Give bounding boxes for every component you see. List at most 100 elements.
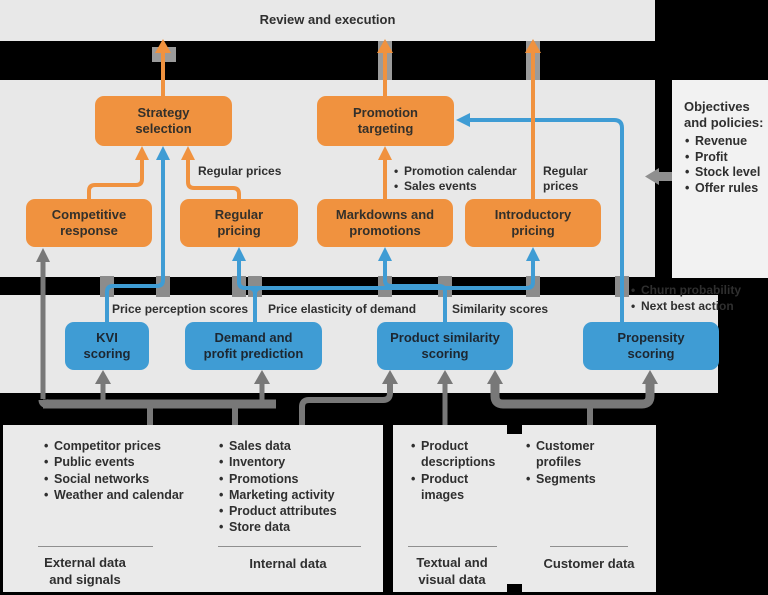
data-bullet: Sales data [218, 438, 368, 455]
box-label-line: Competitive [51, 207, 127, 222]
arrow-into-product-similarity-1 [382, 370, 398, 384]
customer-data-bullets: Customer profilesSegments [525, 438, 620, 487]
objective-bullet: Revenue [684, 134, 760, 150]
price-elasticity-label: Price elasticity of demand [268, 302, 417, 316]
footer-line: Textual and [416, 555, 488, 570]
review-execution-title: Review and execution [259, 12, 396, 27]
label-bullet: Promotion calendar [393, 164, 517, 179]
price-perception-label: Price perception scores [112, 302, 249, 316]
label-bullet: Next best action [630, 299, 741, 315]
box-label-line: KVI [96, 330, 118, 345]
textual-divider [408, 546, 497, 547]
orange-connectors [87, 52, 535, 199]
data-bullet: Social networks [43, 471, 193, 488]
arrow-into-product-similarity-2 [437, 370, 453, 384]
box-label-line: Regular [214, 207, 264, 222]
blue-connectors [105, 118, 624, 322]
panel-notch-bottom [507, 584, 522, 592]
label-bullet: Churn probability [630, 283, 741, 299]
data-bullet: Weather and calendar [43, 487, 193, 504]
footer-line: External data [44, 555, 126, 570]
box-label-line: Introductory [494, 207, 572, 222]
box-label-line: Markdowns and [335, 207, 435, 222]
arrow-into-competitive-response [36, 248, 50, 262]
box-label-line: scoring [83, 346, 131, 361]
arrow-into-promotion-targeting [378, 146, 392, 160]
arrow-to-review-2 [377, 39, 393, 53]
data-bullet: Product images [410, 471, 505, 504]
external-data-bullets: Competitor pricesPublic eventsSocial net… [43, 438, 193, 503]
arrow-into-propensity [642, 370, 658, 384]
orange-arrowheads [135, 39, 541, 160]
arrow-to-review-1 [155, 39, 171, 53]
box-label-line: Product similarity [390, 330, 500, 345]
arrow-into-kvi [95, 370, 111, 384]
arrow-to-review-3 [525, 39, 541, 53]
box-label-line: scoring [421, 346, 469, 361]
internal-footer: Internal data [228, 556, 348, 573]
objective-bullet: Offer rules [684, 181, 760, 197]
propensity-outputs-label: Churn probabilityNext best action [630, 283, 741, 314]
box-label-line: targeting [357, 121, 414, 136]
panel-notch-top [507, 425, 522, 434]
customer-divider [550, 546, 628, 547]
box-label-line: Propensity [617, 330, 685, 345]
objective-bullet: Profit [684, 150, 760, 166]
arrow-into-strategy-blue [156, 146, 170, 160]
heading-line: Objectives [684, 99, 750, 114]
data-bullet: Segments [525, 471, 620, 488]
data-bullet: Product attributes [218, 503, 368, 520]
heading-line: and policies: [684, 114, 764, 130]
arrow-into-strategy-left [135, 146, 149, 160]
data-bullet: Competitor prices [43, 438, 193, 455]
arrow-into-promotion-targeting-blue [456, 113, 470, 127]
box-label-line: promotions [349, 223, 421, 238]
label-line: Regular [543, 164, 588, 178]
objectives-bullets: RevenueProfitStock levelOffer rules [684, 134, 760, 196]
data-bullet: Customer profiles [525, 438, 620, 471]
external-divider [38, 546, 153, 547]
data-bullet: Product descriptions [410, 438, 505, 471]
footer-line: visual data [418, 571, 486, 587]
arrow-into-regular-pricing [232, 247, 246, 261]
internal-data-bullets: Sales dataInventoryPromotionsMarketing a… [218, 438, 368, 536]
data-bullet: Promotions [218, 471, 368, 488]
regular-prices-label-left: Regular prices [198, 164, 282, 178]
data-bullet: Public events [43, 454, 193, 471]
arrow-into-strategy-right [181, 146, 195, 160]
box-label-line: response [60, 223, 118, 238]
arrow-into-introductory [526, 247, 540, 261]
similarity-scores-label: Similarity scores [452, 302, 549, 316]
blue-arrowheads [156, 113, 540, 261]
data-bullet: Store data [218, 519, 368, 536]
footer-line: Internal data [249, 556, 327, 571]
box-label-line: Promotion [353, 105, 418, 120]
data-bullet: Marketing activity [218, 487, 368, 504]
objective-bullet: Stock level [684, 165, 760, 181]
customer-footer: Customer data [529, 556, 649, 573]
gray-arrowheads [36, 248, 658, 384]
internal-divider [218, 546, 361, 547]
data-bullet: Inventory [218, 454, 368, 471]
box-label-line: profit prediction [203, 346, 304, 361]
box-label-line: selection [135, 121, 192, 136]
objectives-arrow [645, 168, 672, 185]
top-band [0, 0, 655, 41]
gray-connectors [38, 262, 655, 425]
box-label-line: pricing [511, 223, 555, 238]
arrow-into-demand [254, 370, 270, 384]
